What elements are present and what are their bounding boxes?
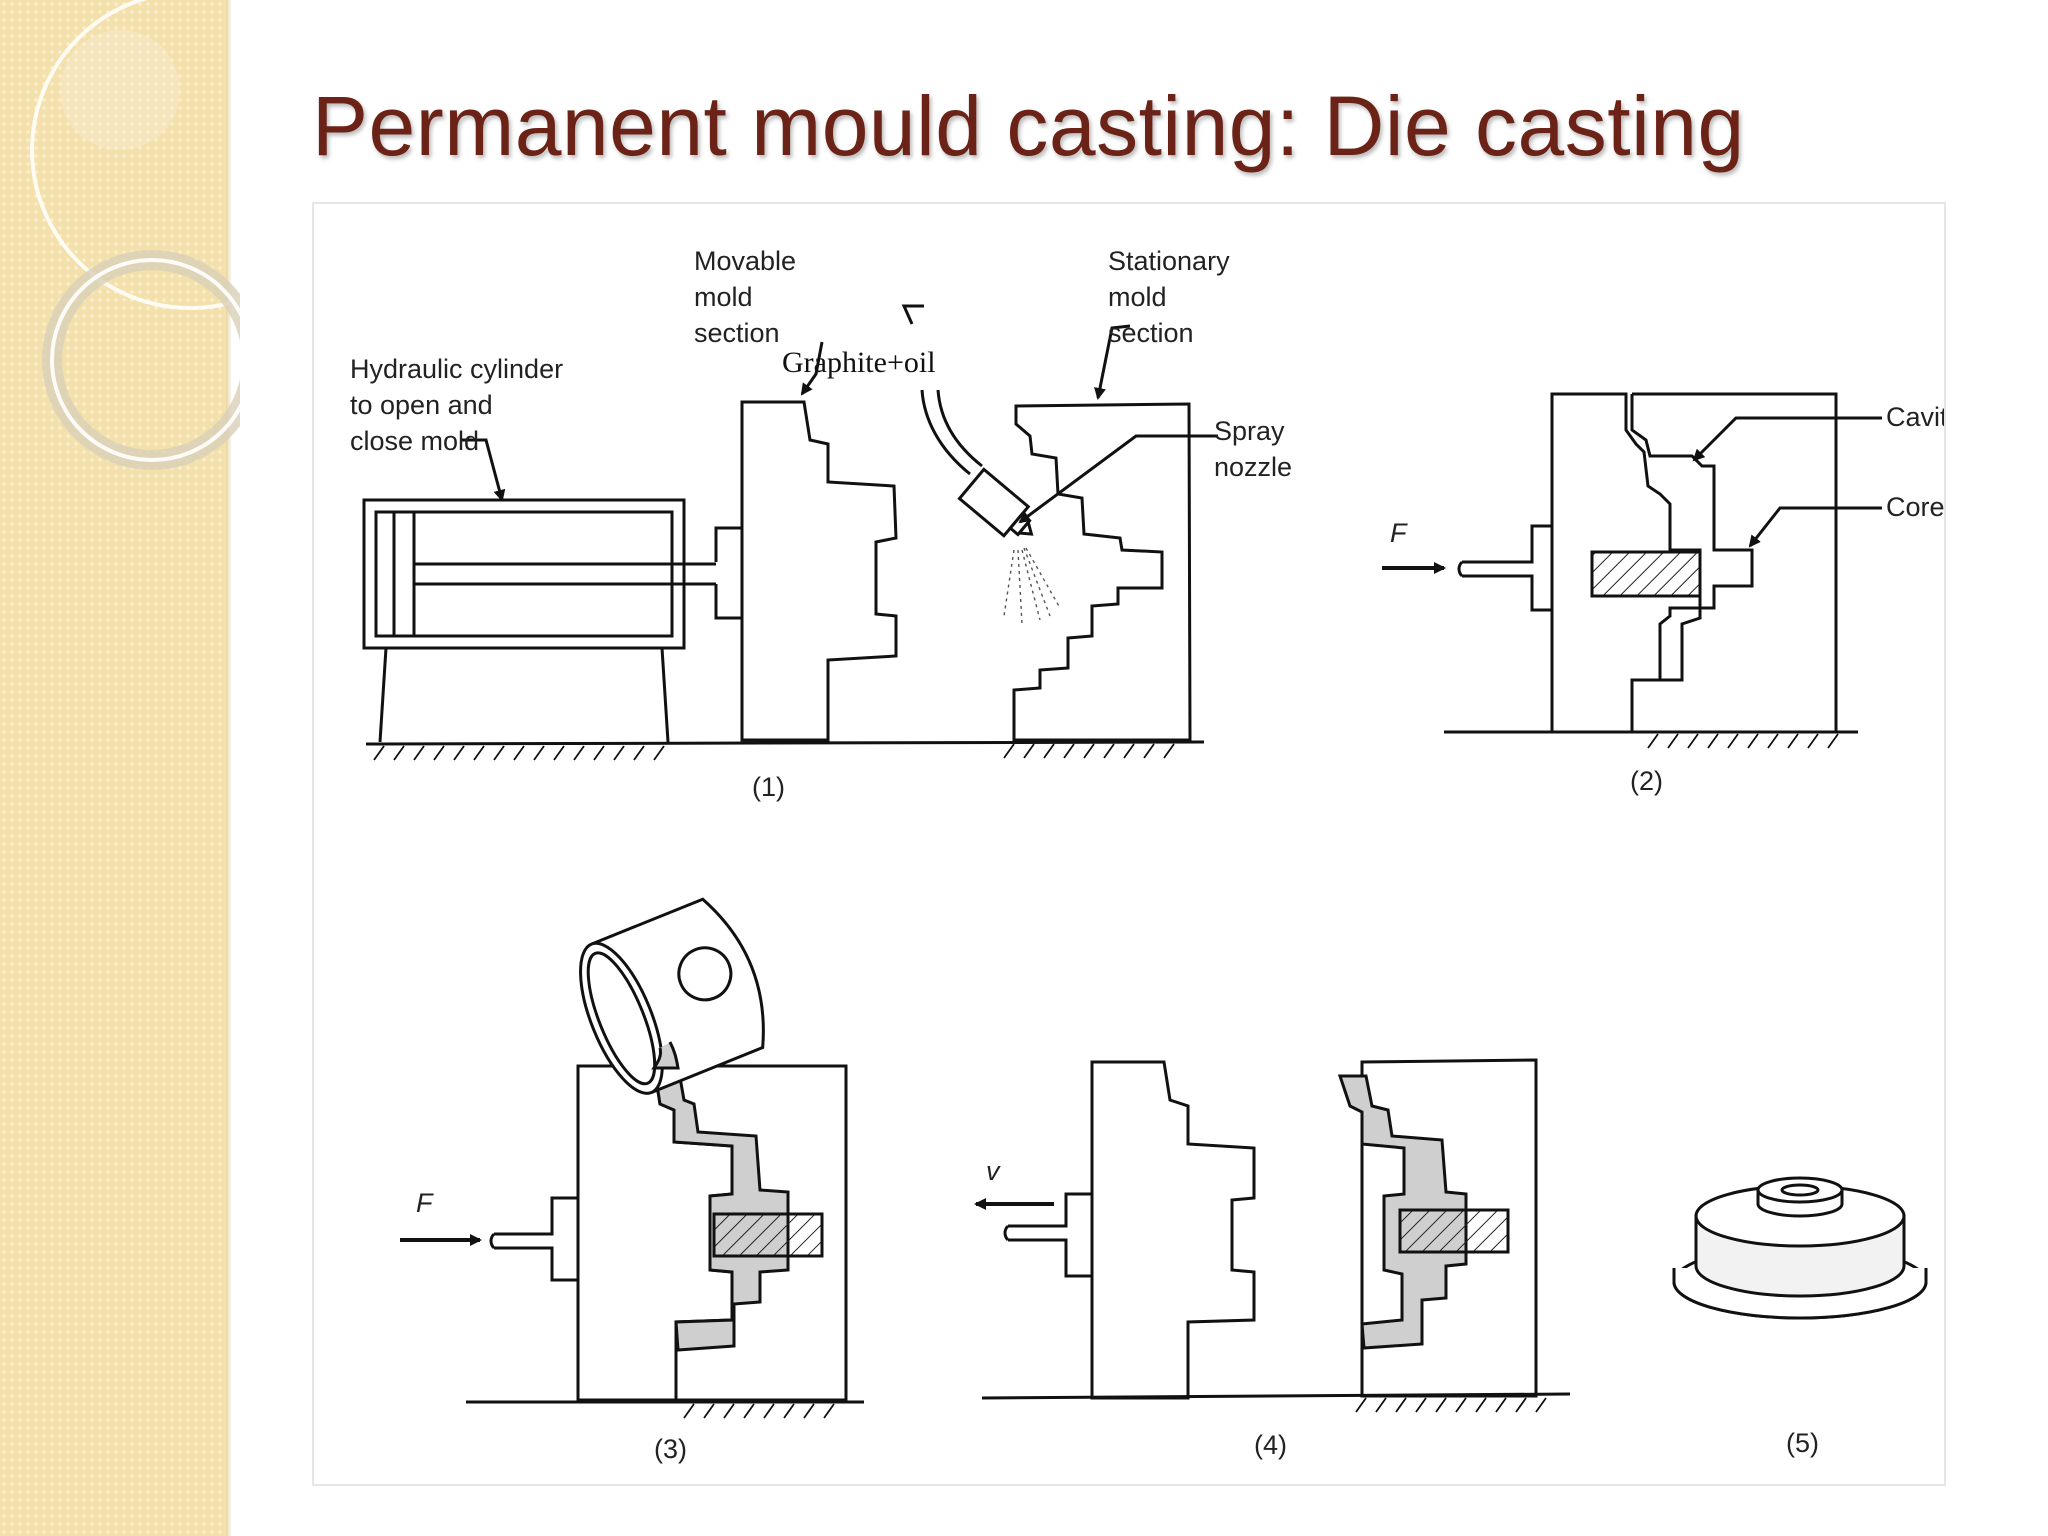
caption-step-3: (3) [654, 1434, 687, 1464]
side-decorative-band [0, 0, 226, 1536]
stationary-mold-open [1360, 1058, 1538, 1398]
spray-nozzle [957, 467, 1034, 538]
step2-close-mold [1382, 392, 1882, 749]
label-velocity-step4: v [986, 1156, 1001, 1186]
label-hydraulic-cylinder-3: close mold [350, 426, 479, 456]
die-casting-diagram: Hydraulic cylinder to open and close mol… [350, 246, 1946, 1464]
ground-hatch-3 [683, 1403, 835, 1419]
ground-hatch-4 [1355, 1397, 1547, 1413]
caption-step-1: (1) [752, 772, 785, 802]
ground-hatch-2 [1647, 733, 1839, 749]
label-hydraulic-cylinder-1: Hydraulic cylinder [350, 354, 563, 384]
stationary-mold-section [1012, 402, 1192, 742]
hydraulic-cylinder-inner [374, 510, 674, 638]
label-spray-nozzle-1: Spray [1214, 416, 1285, 446]
caption-step-5: (5) [1786, 1428, 1819, 1458]
core [1590, 550, 1702, 598]
caption-step-2: (2) [1630, 766, 1663, 796]
label-movable-mold-1: Movable [694, 246, 796, 276]
label-spray-nozzle-2: nozzle [1214, 452, 1292, 482]
step1-open-mold-spray [362, 304, 1218, 761]
hydraulic-cylinder-outer [362, 498, 686, 650]
core-step4 [1398, 1208, 1510, 1254]
label-movable-mold-2: mold [694, 282, 753, 312]
slide-title: Permanent mould casting: Die casting [312, 79, 1745, 173]
core-step3 [712, 1212, 824, 1258]
side-band-edge [226, 0, 232, 1536]
label-stationary-mold-2: mold [1108, 282, 1167, 312]
movable-mold-section [740, 400, 898, 742]
label-movable-mold-3: section [694, 318, 780, 348]
caption-step-4: (4) [1254, 1430, 1287, 1460]
label-core: Core [1886, 492, 1945, 522]
spray-mist [1003, 547, 1061, 625]
label-cavity: Cavity [1886, 402, 1946, 432]
ground-hatch [373, 743, 1175, 761]
molten-metal [652, 1064, 790, 1352]
label-stationary-mold-1: Stationary [1108, 246, 1230, 276]
movable-mold-open [1090, 1060, 1256, 1400]
label-stationary-mold-3: section [1108, 318, 1194, 348]
stationary-mold-closed [1630, 392, 1838, 732]
step3-pour-metal [400, 897, 864, 1419]
ladle [579, 897, 765, 1095]
decorative-rings [30, 0, 240, 470]
label-force-step2: F [1390, 518, 1408, 548]
step5-finished-part [1672, 1176, 1928, 1320]
label-graphite-oil: Graphite+oil [782, 346, 936, 379]
die-casting-figure: Hydraulic cylinder to open and close mol… [312, 202, 1946, 1486]
label-force-step3: F [416, 1188, 434, 1218]
label-hydraulic-cylinder-2: to open and [350, 390, 493, 420]
step4-open-mold-eject [974, 1058, 1571, 1413]
